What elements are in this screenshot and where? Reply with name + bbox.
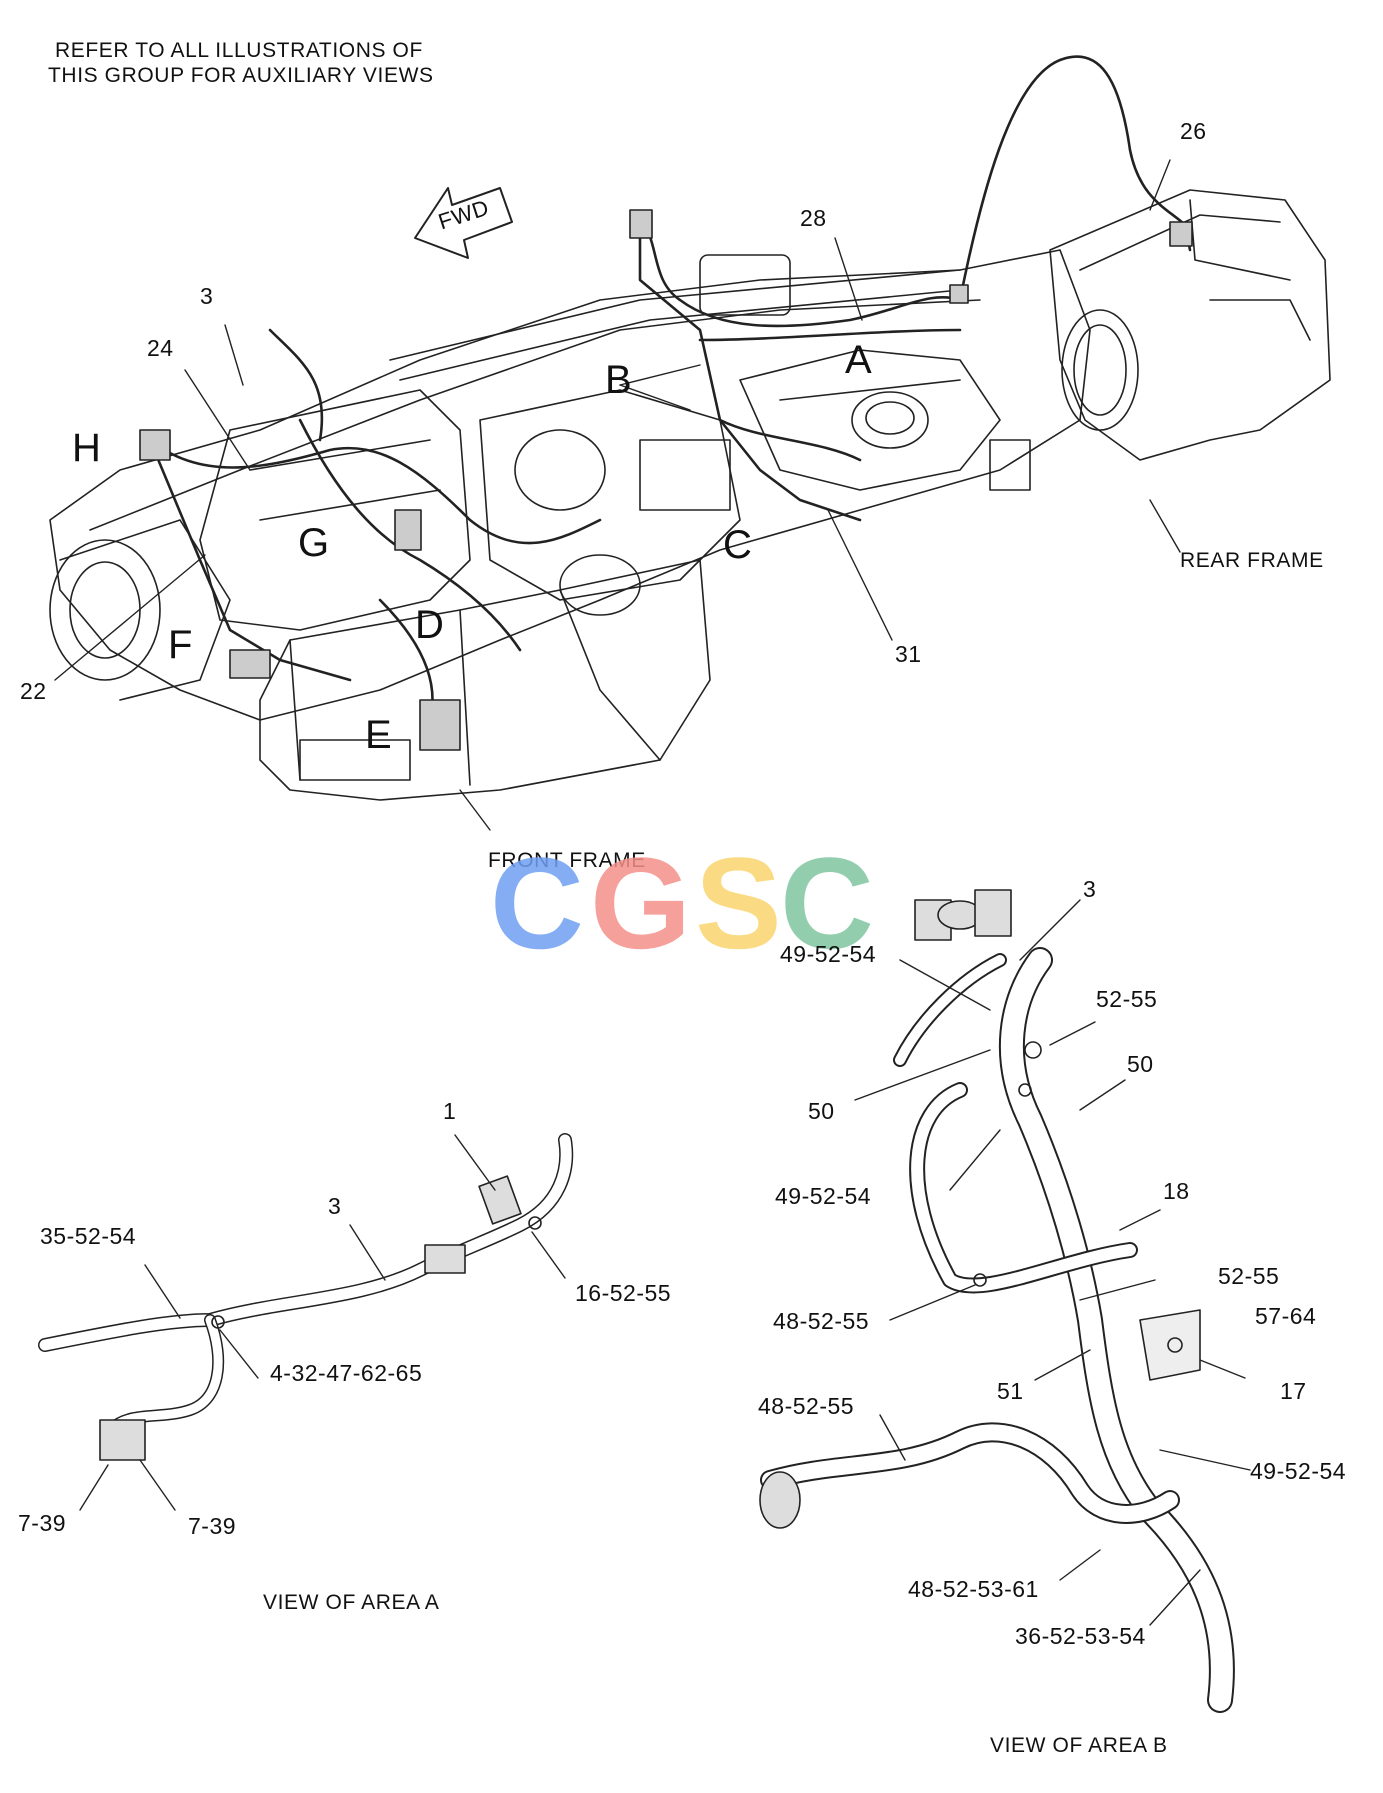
area-letter-a: A xyxy=(845,338,872,382)
watermark-letter-g: G xyxy=(590,838,691,958)
view-a-caption: VIEW OF AREA A xyxy=(263,1591,440,1614)
watermark-letter-s: S xyxy=(695,838,782,958)
view-b-callout-48-52-55-upper: 48-52-55 xyxy=(773,1308,870,1334)
watermark-letter-c1: C xyxy=(490,838,584,958)
area-letter-b: B xyxy=(605,358,632,402)
area-letter-g: G xyxy=(298,521,330,565)
view-a-callout-7-39-left: 7-39 xyxy=(18,1510,67,1536)
view-b-callout-52-55-mid: 52-55 xyxy=(1218,1263,1280,1289)
callout-28: 28 xyxy=(800,205,827,231)
view-b-callout-48-52-53-61: 48-52-53-61 xyxy=(908,1576,1039,1602)
area-letter-c: C xyxy=(723,523,752,567)
rear-frame-label: REAR FRAME xyxy=(1180,549,1324,572)
callout-3: 3 xyxy=(200,283,214,309)
view-a-callout-1: 1 xyxy=(443,1098,457,1124)
view-a-harness xyxy=(38,1133,574,1461)
area-letter-e: E xyxy=(365,713,392,757)
view-b-callout-48-52-55-lower: 48-52-55 xyxy=(758,1393,855,1419)
view-a-callout-3: 3 xyxy=(328,1193,342,1219)
fwd-arrow-icon xyxy=(414,187,513,259)
view-b-callout-50-left: 50 xyxy=(808,1098,835,1124)
callout-24: 24 xyxy=(147,335,174,361)
view-b-callout-51: 51 xyxy=(997,1378,1024,1404)
view-a-callout-7-39-right: 7-39 xyxy=(188,1513,237,1539)
machine-frame-outline xyxy=(49,189,1331,801)
view-a-callout-16-52-55: 16-52-55 xyxy=(575,1280,672,1306)
cgsc-watermark-logo: C G S C xyxy=(490,838,874,958)
view-b-callout-50-right: 50 xyxy=(1127,1051,1154,1077)
view-b-callout-17: 17 xyxy=(1280,1378,1307,1404)
view-a-callout-4-32-47-62-65: 4-32-47-62-65 xyxy=(270,1360,423,1386)
view-b-callout-49-52-54-lower: 49-52-54 xyxy=(1250,1458,1347,1484)
area-letter-h: H xyxy=(72,426,101,470)
area-letter-f: F xyxy=(168,623,193,667)
callout-26: 26 xyxy=(1180,118,1207,144)
view-b-harness xyxy=(759,889,1235,1713)
view-b-callout-3: 3 xyxy=(1083,876,1097,902)
view-b-leader-lines xyxy=(854,899,1251,1626)
front-frame-label: FRONT FRAME xyxy=(488,849,646,872)
callout-22: 22 xyxy=(20,678,47,704)
view-b-callout-18: 18 xyxy=(1163,1178,1190,1204)
area-letter-d: D xyxy=(415,603,444,647)
header-note-line1: REFER TO ALL ILLUSTRATIONS OF xyxy=(55,39,423,62)
view-b-callout-36-52-53-54: 36-52-53-54 xyxy=(1015,1623,1146,1649)
main-wiring-harness xyxy=(148,55,1192,722)
header-note-line2: THIS GROUP FOR AUXILIARY VIEWS xyxy=(48,64,434,87)
callout-31: 31 xyxy=(895,641,922,667)
watermark-letter-c2: C xyxy=(780,838,874,958)
main-view-leader-lines xyxy=(54,159,1181,831)
view-b-caption: VIEW OF AREA B xyxy=(990,1734,1168,1757)
harness-connectors xyxy=(139,209,1193,751)
view-a-leader-lines xyxy=(79,1134,566,1511)
view-b-callout-49-52-54-mid: 49-52-54 xyxy=(775,1183,872,1209)
view-a-callout-35-52-54: 35-52-54 xyxy=(40,1223,137,1249)
view-b-callout-57-64: 57-64 xyxy=(1255,1303,1317,1329)
view-b-callout-52-55-top: 52-55 xyxy=(1096,986,1158,1012)
view-b-callout-49-52-54-top: 49-52-54 xyxy=(780,941,877,967)
